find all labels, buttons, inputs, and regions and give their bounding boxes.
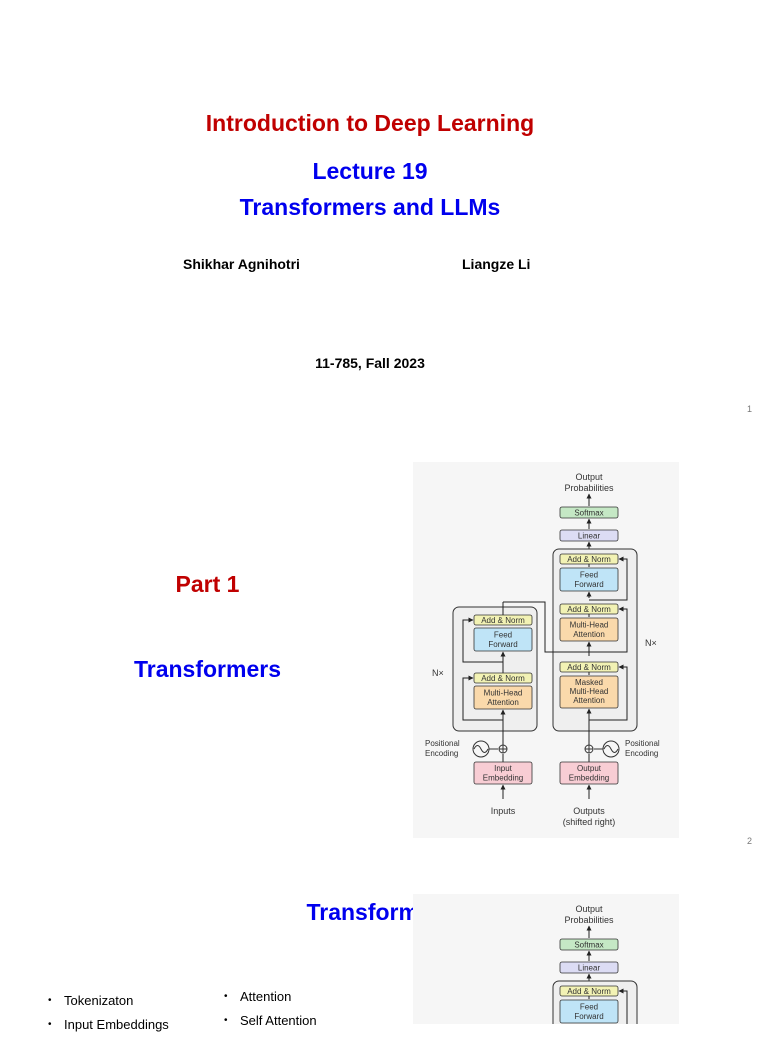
multi-head-attention-label: Multi-Head	[570, 621, 609, 630]
feed-forward-block	[559, 999, 619, 1024]
linear-label: Linear	[578, 964, 601, 973]
feed-forward-block	[559, 567, 619, 592]
multi-head-attention-block	[473, 685, 533, 710]
content-slide: Transformers Tokenizaton Input Embedding…	[0, 864, 768, 1034]
feed-forward-label: Forward	[488, 640, 517, 649]
linear-label: Linear	[578, 532, 601, 541]
masked-attention-label: Multi-Head	[570, 687, 609, 696]
transformer-architecture-diagram: Output Probabilities Softmax Linear Add …	[413, 462, 679, 838]
output-embedding-label: Output	[577, 764, 602, 773]
positional-encoding-label: Encoding	[425, 749, 458, 758]
multi-head-attention-block	[559, 617, 619, 642]
course-title: Introduction to Deep Learning	[205, 110, 535, 136]
positional-encoding-label: Encoding	[625, 749, 658, 758]
bullet-item: Attention	[222, 988, 317, 1012]
bullet-item: Self Attention	[222, 1012, 317, 1036]
section-title: Transformers	[133, 656, 281, 682]
lecture-title: Transformers and LLMs	[239, 194, 501, 220]
output-probabilities-label: Output	[575, 904, 603, 914]
decoder-nx-label: N×	[645, 638, 657, 648]
add-norm-label: Add & Norm	[481, 674, 525, 683]
add-norm-label: Add & Norm	[567, 605, 611, 614]
bullet-list-right: Attention Self Attention	[222, 988, 317, 1036]
add-norm-block	[473, 672, 533, 684]
outputs-label: (shifted right)	[563, 817, 616, 827]
linear-block	[559, 529, 619, 542]
feed-forward-label: Feed	[580, 571, 598, 580]
page-number: 2	[746, 836, 752, 846]
instructor-name: Liangze Li	[462, 256, 531, 272]
add-norm-label: Add & Norm	[481, 616, 525, 625]
encoder-stack	[452, 606, 538, 732]
diagram-background	[413, 894, 679, 1024]
section-slide: Part 1 Transformers Output Probabilities…	[0, 432, 768, 864]
output-probabilities-label: Probabilities	[564, 483, 614, 493]
input-embedding-label: Embedding	[483, 774, 523, 783]
output-probabilities-label: Output	[575, 472, 603, 482]
bullet-item: Input Embeddings	[46, 1016, 169, 1040]
output-probabilities-label: Probabilities	[564, 915, 614, 925]
softmax-label: Softmax	[574, 941, 603, 950]
instructor-name: Shikhar Agnihotri	[183, 256, 300, 272]
feed-forward-label: Feed	[494, 631, 512, 640]
add-norm-label: Add & Norm	[567, 987, 611, 996]
softmax-block	[559, 938, 619, 951]
transformer-architecture-diagram: Output Probabilities Softmax Linear Add …	[413, 894, 679, 1024]
part-label: Part 1	[175, 571, 240, 597]
input-embedding-block	[473, 761, 533, 785]
softmax-block	[559, 506, 619, 519]
softmax-label: Softmax	[574, 509, 603, 518]
inputs-label: Inputs	[491, 806, 516, 816]
outputs-label: Outputs	[573, 806, 605, 816]
feed-forward-label: Forward	[574, 580, 603, 589]
output-embedding-label: Embedding	[569, 774, 609, 783]
feed-forward-block	[473, 627, 533, 652]
feed-forward-label: Feed	[580, 1003, 598, 1012]
multi-head-attention-label: Attention	[487, 698, 519, 707]
positional-encoding-label: Positional	[425, 739, 460, 748]
positional-encoding-label: Positional	[625, 739, 660, 748]
masked-attention-label: Attention	[573, 696, 605, 705]
bullet-item: Tokenizaton	[46, 992, 169, 1016]
multi-head-attention-label: Multi-Head	[484, 689, 523, 698]
multi-head-attention-label: Attention	[573, 630, 605, 639]
masked-attention-block	[559, 675, 619, 709]
linear-block	[559, 961, 619, 974]
lecture-number: Lecture 19	[312, 158, 428, 184]
encoder-nx-label: N×	[432, 668, 444, 678]
course-info: 11-785, Fall 2023	[315, 355, 425, 371]
input-embedding-label: Input	[494, 764, 513, 773]
title-slide: Introduction to Deep Learning Lecture 19…	[0, 0, 768, 432]
feed-forward-label: Forward	[574, 1012, 603, 1021]
add-norm-label: Add & Norm	[567, 555, 611, 564]
masked-attention-label: Masked	[575, 678, 603, 687]
bullet-list-left: Tokenizaton Input Embeddings	[46, 992, 169, 1040]
output-embedding-block	[559, 761, 619, 785]
page-number: 1	[746, 404, 752, 414]
add-norm-label: Add & Norm	[567, 663, 611, 672]
